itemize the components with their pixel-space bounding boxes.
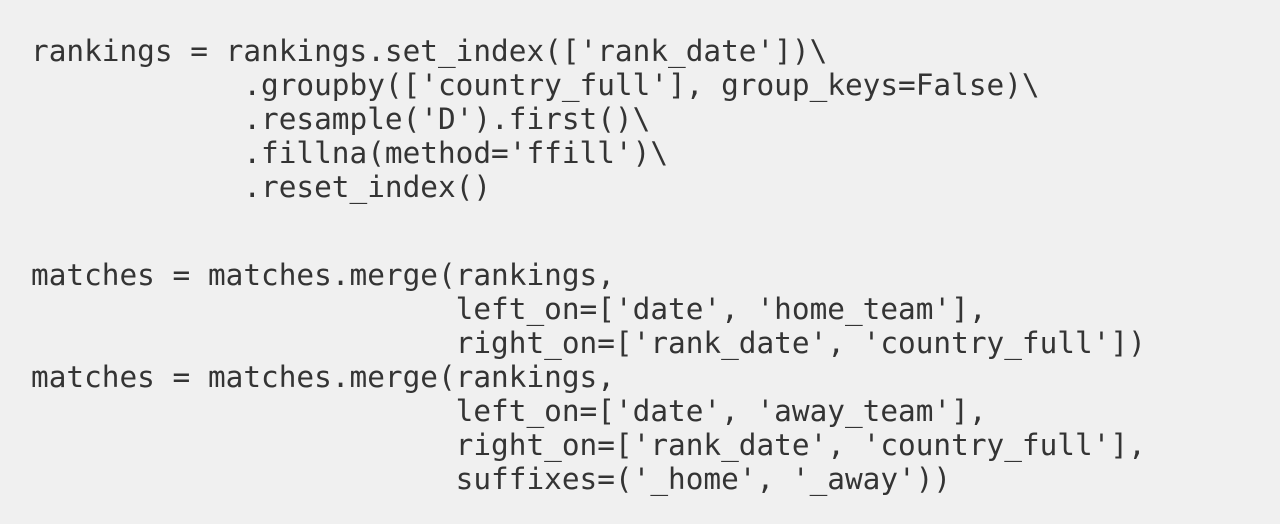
code-block-matches-merge: matches = matches.merge(rankings, left_o… <box>31 258 1146 496</box>
code-block-rankings-transform: rankings = rankings.set_index(['rank_dat… <box>31 34 1040 204</box>
